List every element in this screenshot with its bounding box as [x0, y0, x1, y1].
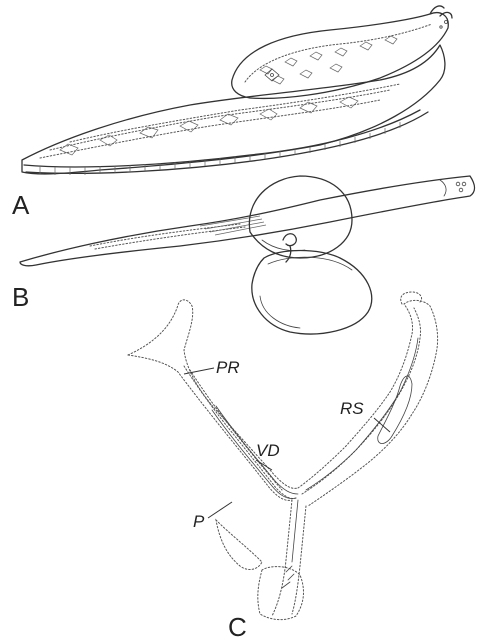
panel-b-drawing	[20, 176, 475, 334]
label-rs: RS	[340, 399, 364, 418]
panel-label-a: A	[12, 190, 30, 220]
panel-a-drawing	[22, 6, 452, 175]
panel-label-b: B	[12, 282, 29, 312]
label-p: P	[193, 512, 205, 531]
label-vd: VD	[256, 441, 280, 460]
leader-p	[208, 502, 232, 518]
panel-c-drawing	[128, 292, 438, 620]
leader-pr	[184, 368, 214, 374]
label-pr: PR	[216, 358, 240, 377]
panel-label-c: C	[228, 612, 247, 642]
leader-lines	[184, 368, 390, 518]
